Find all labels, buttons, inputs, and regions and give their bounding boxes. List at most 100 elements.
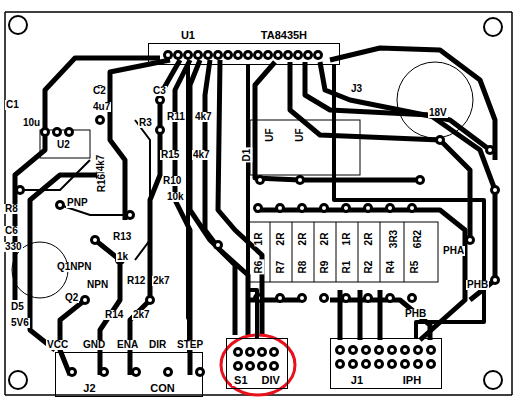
component-outline: S1DIV [226, 338, 288, 389]
solder-pad [335, 345, 345, 355]
pad-hole [410, 206, 414, 210]
pad-ring [223, 50, 233, 60]
solder-pad [400, 359, 410, 369]
solder-pad [80, 295, 90, 305]
component-label: J2 [81, 383, 97, 394]
solder-pad [465, 235, 475, 245]
solder-pad [485, 145, 495, 155]
pad-ring [163, 367, 173, 377]
pad-hole [438, 138, 442, 142]
pad-hole [134, 370, 138, 374]
pad-hole [266, 53, 270, 57]
pad-hole [158, 128, 162, 132]
solder-pad [173, 50, 183, 60]
solder-pad [400, 345, 410, 355]
pad-hole [93, 238, 97, 242]
solder-pad [293, 50, 303, 60]
solder-pad [415, 175, 425, 185]
pad-ring [490, 185, 500, 195]
solder-pad [163, 367, 173, 377]
pad-hole [58, 203, 62, 207]
solder-pad [233, 347, 243, 357]
pad-ring [64, 127, 74, 137]
silkscreen-label: 2k7 [152, 276, 171, 286]
solder-pad [275, 203, 285, 213]
silkscreen-label: 6R2 [413, 229, 423, 249]
solder-pad [245, 361, 255, 371]
pad-ring [155, 125, 165, 135]
solder-pad [131, 367, 141, 377]
pad-ring [155, 95, 165, 105]
pad-hole [166, 53, 170, 57]
pad-hole [468, 238, 472, 242]
pad-hole [278, 296, 282, 300]
pad-ring [80, 295, 90, 305]
pad-hole [248, 364, 252, 368]
pad-hole [258, 178, 262, 182]
pad-ring [313, 50, 323, 60]
pad-ring [233, 50, 243, 60]
pad-hole [186, 53, 190, 57]
pad-ring [319, 203, 329, 213]
connector-group [188, 65, 484, 352]
solder-pad [203, 50, 213, 60]
component-outline: J1IPH [330, 338, 442, 389]
pad-ring [163, 50, 173, 60]
trace-connector [334, 65, 484, 338]
pad-hole [493, 188, 497, 192]
silkscreen-label: 10u [22, 118, 41, 128]
pad-ring [374, 359, 384, 369]
silkscreen-label: NPN [86, 280, 109, 290]
solder-pad [67, 367, 77, 377]
solder-pad [361, 359, 371, 369]
pad-hole [196, 53, 200, 57]
pad-hole [260, 364, 264, 368]
solder-pad [95, 115, 105, 125]
silkscreen-label: 10k [166, 192, 185, 202]
pad-hole [198, 370, 202, 374]
silkscreen-label: 2R [276, 232, 286, 247]
solder-pad [40, 127, 50, 137]
silkscreen-label: R9 [320, 260, 330, 275]
pad-ring [295, 175, 305, 185]
pad-hole [364, 348, 368, 352]
pad-hole [43, 130, 47, 134]
pad-ring [253, 50, 263, 60]
pad-hole [276, 53, 280, 57]
pad-hole [18, 188, 22, 192]
silkscreen-label: 5V6 [10, 318, 30, 328]
solder-pad [385, 203, 395, 213]
solder-pad [297, 203, 307, 213]
solder-pad [195, 367, 205, 377]
silkscreen-label: VCC [46, 340, 69, 350]
silkscreen-label: 4u7 [92, 102, 111, 112]
pad-ring [435, 135, 445, 145]
pad-ring [195, 367, 205, 377]
pad-hole [158, 98, 162, 102]
solder-pad [233, 50, 243, 60]
pad-hole [216, 53, 220, 57]
pad-hole [206, 53, 210, 57]
solder-pad [257, 347, 267, 357]
component-outline: U1TA8435H [148, 30, 340, 65]
pad-hole [272, 364, 276, 368]
solder-pad [15, 185, 25, 195]
pad-hole [236, 53, 240, 57]
silkscreen-label: 2R [364, 232, 374, 247]
pad-hole [390, 348, 394, 352]
pad-ring [363, 293, 373, 303]
pad-ring [407, 203, 417, 213]
pad-ring [374, 345, 384, 355]
silkscreen-label: 1k [116, 252, 129, 262]
silkscreen-label: R8 [298, 260, 308, 275]
pad-ring [99, 367, 109, 377]
solder-pad [269, 361, 279, 371]
trace-connector [248, 65, 257, 338]
pad-hole [248, 350, 252, 354]
solder-pad [245, 347, 255, 357]
pad-hole [316, 53, 320, 57]
pad-ring [257, 347, 267, 357]
solder-pad [269, 347, 279, 357]
pad-ring [335, 359, 345, 369]
pad-ring [361, 345, 371, 355]
